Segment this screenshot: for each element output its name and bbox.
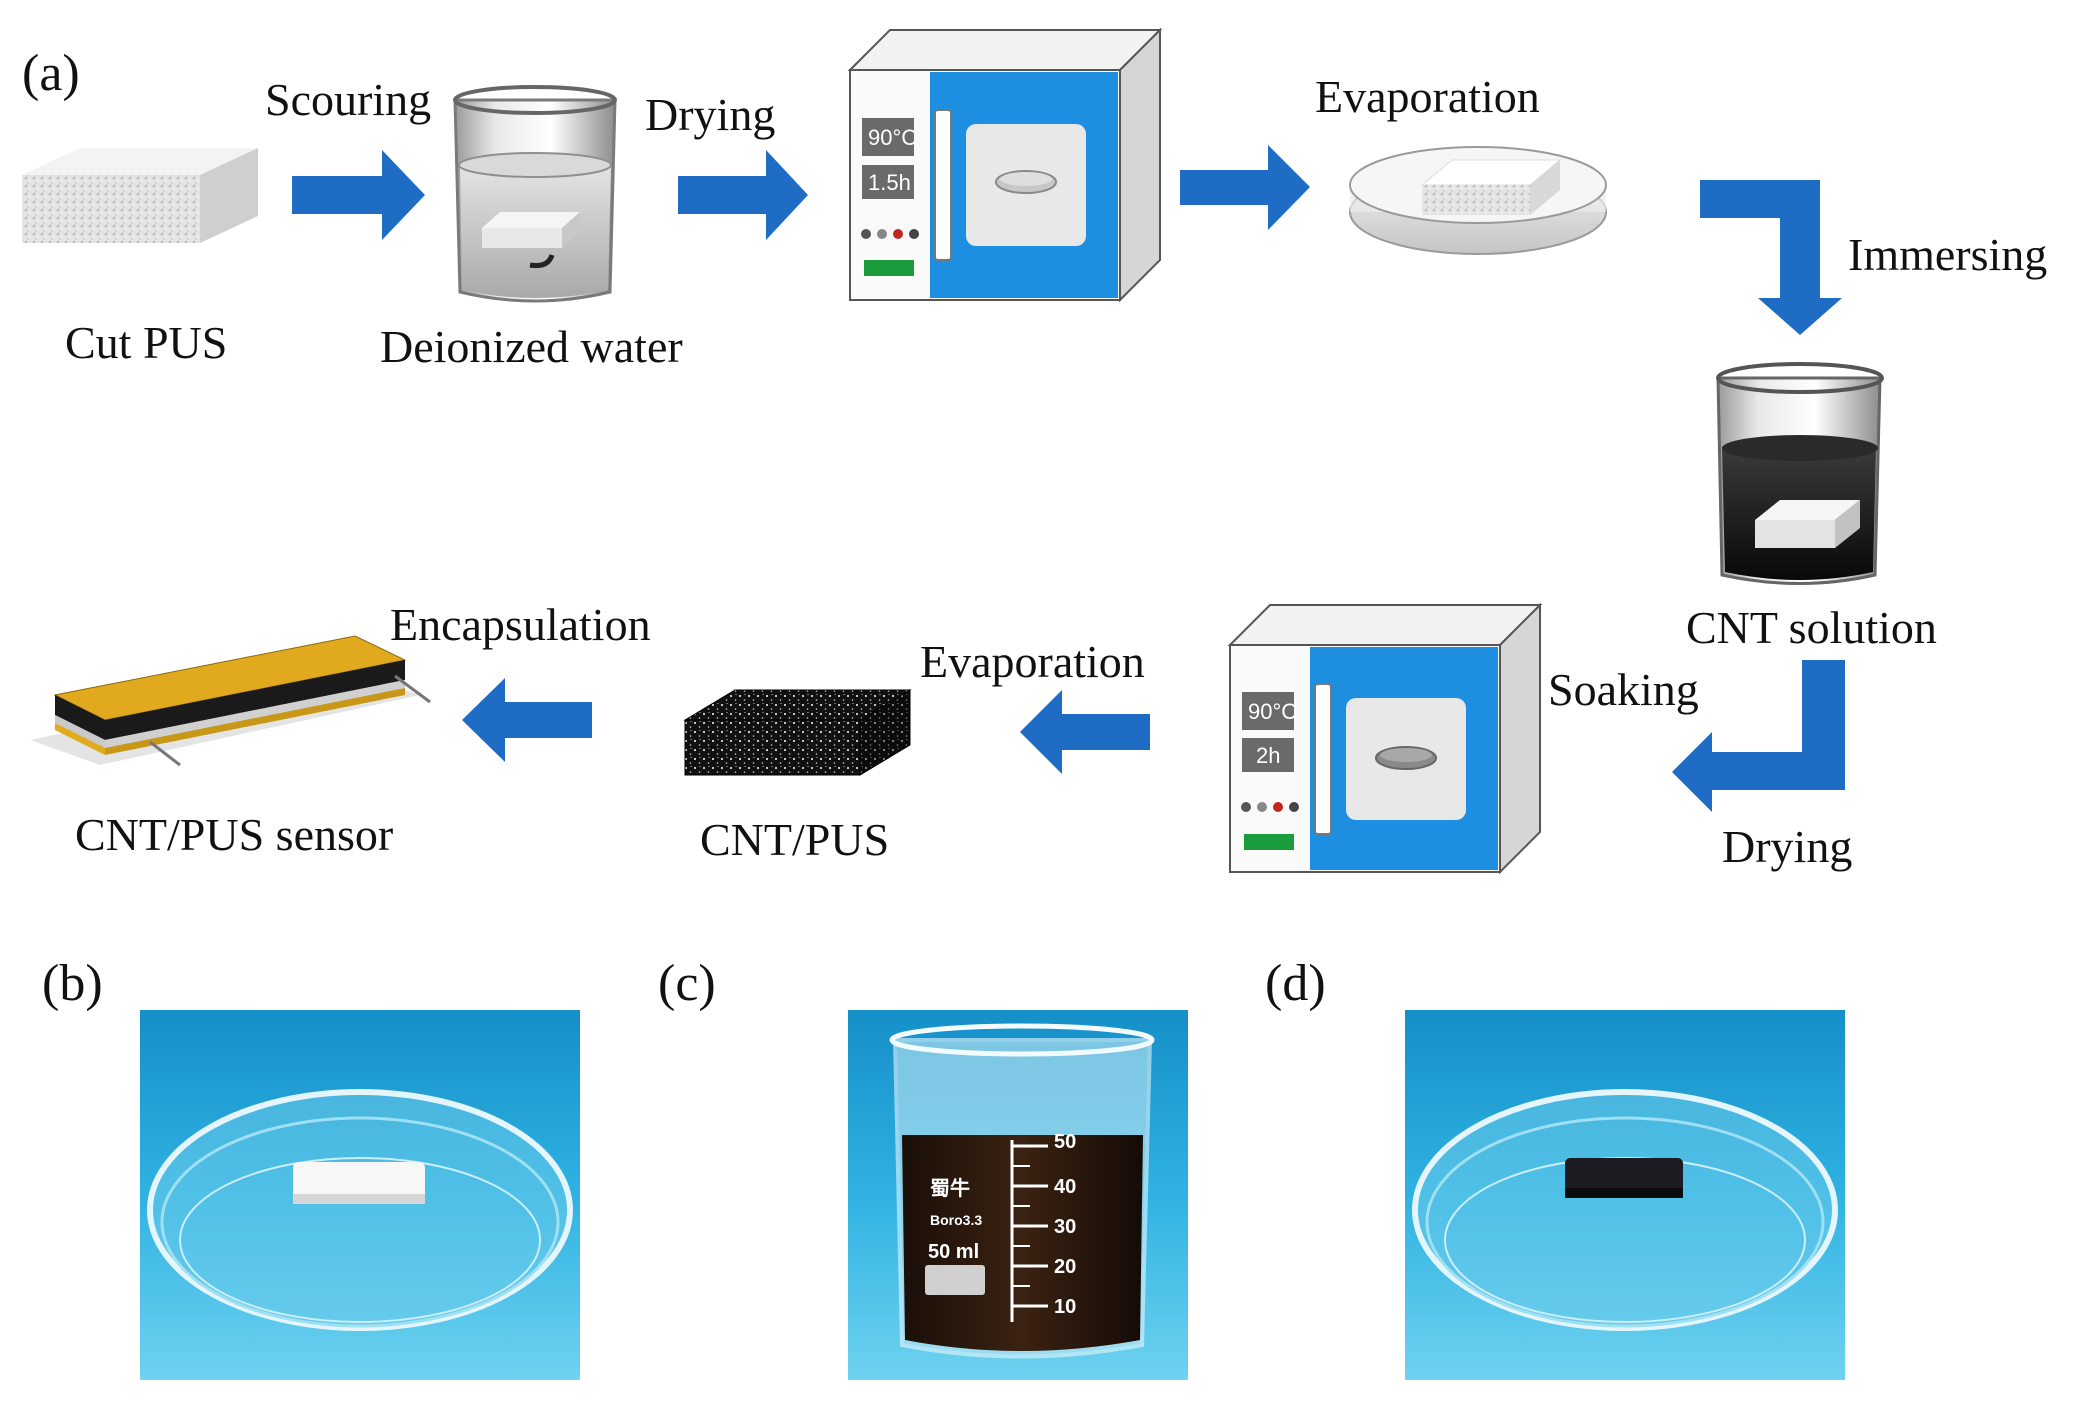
beaker-glass-type: Boro3.3 (930, 1212, 982, 1228)
panel-label-d: (d) (1265, 955, 1326, 1012)
photo-d-petri-black-foam (1405, 1010, 1845, 1380)
beaker-grad-50: 50 (1054, 1131, 1076, 1153)
panel-label-a: (a) (22, 45, 80, 102)
oven-1-time: 1.5h (868, 170, 911, 195)
panel-label-c: (c) (658, 955, 716, 1012)
cut-pus-foam (22, 148, 258, 243)
oven-2 (1227, 602, 1543, 875)
arrow-right-2 (678, 150, 808, 240)
oven-2-temp: 90°C (1248, 699, 1297, 724)
cnt-beaker (1716, 362, 1884, 585)
beaker-brand: 蜀牛 (930, 1176, 970, 1200)
petri-dish-foam (1349, 146, 1607, 255)
step-encapsulation: Encapsulation (390, 599, 651, 650)
arrow-bent-down (1700, 180, 1842, 335)
beaker-grad-30: 30 (1054, 1216, 1076, 1238)
arrow-right-1 (292, 150, 425, 240)
water-beaker (453, 85, 617, 303)
step-scouring: Scouring (265, 74, 431, 125)
photo-c-cnt-beaker (848, 1010, 1188, 1380)
step-evaporation-1: Evaporation (1315, 71, 1540, 122)
arrow-right-3 (1180, 145, 1310, 230)
cut-pus-label: Cut PUS (65, 317, 227, 368)
deionized-water-label: Deionized water (380, 321, 683, 372)
beaker-grad-20: 20 (1054, 1256, 1076, 1278)
panel-label-b: (b) (42, 955, 103, 1012)
arrow-bent-left (1672, 660, 1845, 812)
oven-1-temp: 90°C (868, 125, 917, 150)
arrow-left-1 (1020, 690, 1150, 774)
arrow-left-2 (462, 678, 592, 762)
step-immersing: Immersing (1848, 229, 2047, 280)
oven-1 (847, 27, 1163, 303)
beaker-volume: 50 ml (928, 1241, 979, 1263)
sensor-label: CNT/PUS sensor (75, 809, 393, 860)
beaker-grad-40: 40 (1054, 1176, 1076, 1198)
step-soaking: Soaking (1548, 664, 1699, 715)
step-drying-1: Drying (645, 89, 775, 140)
cnt-pus-label: CNT/PUS (700, 814, 889, 865)
cnt-pus-sensor (30, 635, 431, 767)
step-drying-2: Drying (1722, 821, 1852, 872)
cnt-pus-foam (683, 689, 912, 776)
oven-2-time: 2h (1256, 743, 1280, 768)
beaker-grad-10: 10 (1054, 1296, 1076, 1318)
photo-b-petri-white-foam (140, 1010, 580, 1380)
step-evaporation-2: Evaporation (920, 636, 1145, 687)
cnt-solution-label: CNT solution (1686, 602, 1937, 653)
